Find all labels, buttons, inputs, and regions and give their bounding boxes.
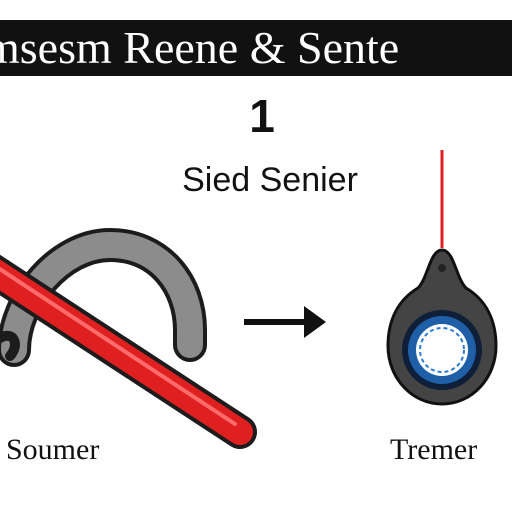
subtitle: Sied Senier	[182, 161, 358, 199]
banner-text: msesm Reene & Sente	[0, 22, 400, 73]
title-banner: msesm Reene & Sente	[0, 20, 512, 76]
step-number: 1	[249, 90, 275, 142]
arrow-right-icon	[244, 306, 326, 338]
label-right: Tremer	[390, 433, 478, 466]
red-bar-icon	[0, 254, 257, 449]
label-left: Soumer	[6, 433, 100, 466]
key-fob-icon	[386, 248, 498, 406]
